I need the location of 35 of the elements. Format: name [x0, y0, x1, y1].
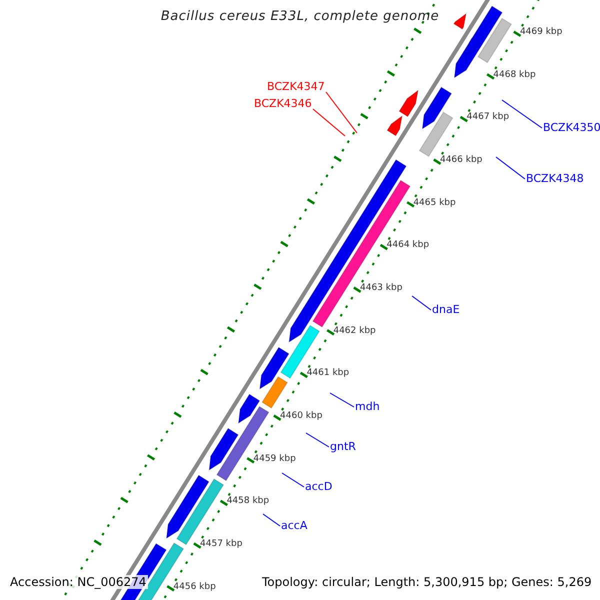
leader-line: [502, 100, 542, 128]
scale-tick-label: 4456 kbp: [173, 580, 216, 594]
scale-tick-label: 4468 kbp: [493, 68, 536, 82]
scale-tick-label: 4467 kbp: [466, 111, 510, 124]
scale-tick-label: 4458 kbp: [226, 495, 270, 508]
leader-line: [282, 472, 304, 488]
leader-line: [496, 156, 526, 180]
gene-label: BCZK4346: [254, 97, 312, 111]
leader-line: [306, 432, 330, 448]
gene-label: BCZK4348: [526, 172, 584, 186]
map-title: Bacillus cereus E33L, complete genome: [160, 10, 440, 24]
gene-label: BCZK4350: [543, 121, 600, 135]
scale-tick-label: 4469 kbp: [520, 26, 562, 39]
leader-line: [262, 514, 280, 526]
scale-tick-label: 4460 kbp: [280, 410, 322, 423]
leader-line: [326, 92, 358, 134]
gene-label: accA: [281, 519, 308, 533]
accession-text: Accession: NC_006274: [8, 575, 148, 589]
scale-tick-label: 4461 kbp: [306, 367, 350, 380]
scale-tick-label: 4457 kbp: [200, 538, 242, 551]
scale-tick-label: 4462 kbp: [333, 324, 376, 338]
scale-tick-label: 4463 kbp: [360, 282, 402, 295]
genome-summary-text: Topology: circular; Length: 5,300,915 bp; Genes: 5,269: [262, 575, 592, 589]
gene-label: BCZK4347: [267, 80, 325, 94]
scale-tick-label: 4459 kbp: [253, 452, 296, 466]
gene-label: dnaE: [432, 303, 460, 317]
scale-tick-label: 4465 kbp: [413, 196, 456, 210]
scale-tick-label: 4466 kbp: [440, 154, 482, 167]
gene-label: mdh: [355, 400, 380, 414]
leader-line: [330, 392, 354, 408]
leader-line: [412, 296, 432, 310]
gene-label: gntR: [330, 440, 356, 454]
leader-line: [312, 108, 346, 136]
scale-tick-label: 4464 kbp: [386, 239, 430, 252]
gene-label: accD: [305, 480, 332, 494]
